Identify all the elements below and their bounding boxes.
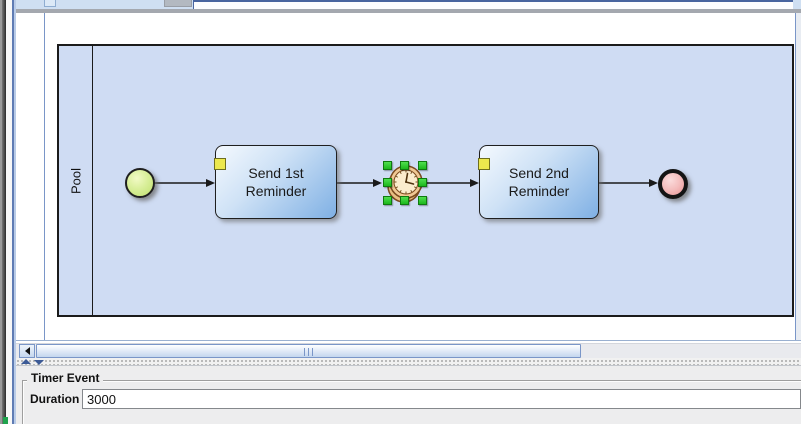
scrollbar-left-arrow-icon xyxy=(24,347,30,355)
duration-label: Duration xyxy=(30,392,80,406)
sequence-flow-arrow[interactable] xyxy=(155,179,215,187)
start-event[interactable] xyxy=(125,168,155,198)
splitter-collapse-down-icon[interactable] xyxy=(34,360,44,365)
task-marker-icon xyxy=(214,158,226,170)
duration-input[interactable] xyxy=(82,389,801,409)
sequence-flow-arrow[interactable] xyxy=(427,179,479,187)
horizontal-scrollbar[interactable] xyxy=(16,343,801,358)
end-event[interactable] xyxy=(658,169,688,199)
canvas-border-right xyxy=(795,13,796,341)
sequence-flow-arrow[interactable] xyxy=(337,179,382,187)
canvas-border-bottom xyxy=(16,340,801,341)
window-edge-outer xyxy=(0,0,2,424)
canvas-right-gutter xyxy=(796,13,801,341)
splitter-collapse-up-icon[interactable] xyxy=(21,359,31,364)
task-send-2nd-reminder[interactable]: Send 2nd Reminder xyxy=(478,145,599,219)
selection-handle[interactable] xyxy=(400,196,409,205)
toolbar-button-fragment[interactable] xyxy=(44,0,56,7)
scrollbar-grip-icon xyxy=(303,348,314,356)
properties-panel: Timer Event Duration xyxy=(16,366,801,424)
toolbar-handle-fragment[interactable] xyxy=(164,0,192,7)
window-edge-dark-strip xyxy=(2,0,6,424)
selection-handle[interactable] xyxy=(418,161,427,170)
selection-handle[interactable] xyxy=(418,178,427,187)
split-pane-divider[interactable] xyxy=(16,358,801,366)
task-marker-icon xyxy=(478,158,490,170)
group-title: Timer Event xyxy=(27,371,104,385)
panel-top-divider xyxy=(16,9,801,13)
sequence-flows xyxy=(155,179,658,187)
scrollbar-thumb[interactable] xyxy=(36,344,581,358)
sequence-flow-arrow[interactable] xyxy=(599,179,658,187)
selection-handle[interactable] xyxy=(383,196,392,205)
selection-handle[interactable] xyxy=(383,178,392,187)
selection-handle[interactable] xyxy=(400,161,409,170)
window-border-left-inner xyxy=(14,0,16,424)
timer-event-group-border xyxy=(22,380,801,424)
selection-handle[interactable] xyxy=(383,161,392,170)
taskbar-fragment xyxy=(3,417,8,424)
window-border-left xyxy=(12,0,14,424)
pool-label-lane[interactable]: Pool xyxy=(59,46,93,315)
task-label: Send 1st Reminder xyxy=(245,165,307,199)
scrollbar-left-button[interactable] xyxy=(19,344,35,358)
task-send-1st-reminder[interactable]: Send 1st Reminder xyxy=(214,145,337,219)
canvas-border-left xyxy=(44,13,45,341)
task-label: Send 2nd Reminder xyxy=(508,165,570,199)
diagram-canvas[interactable]: Pool Send xyxy=(16,13,801,341)
selection-handle[interactable] xyxy=(418,196,427,205)
toolbar-field-fragment[interactable] xyxy=(193,0,793,9)
window-edge-gap xyxy=(6,0,12,424)
